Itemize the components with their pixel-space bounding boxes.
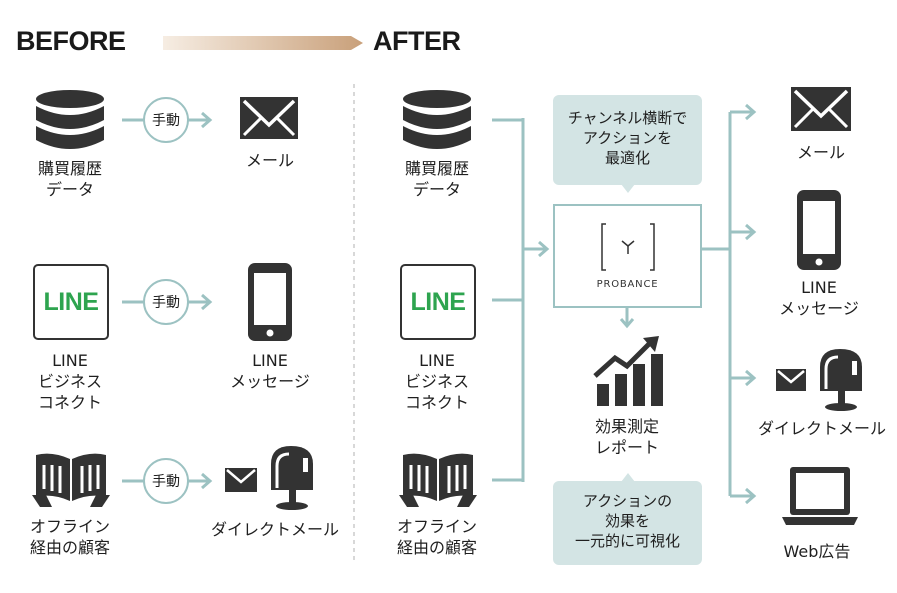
before-source-1-label: 購買履歴データ [37,159,102,199]
mail-icon [791,87,851,131]
open-book-icon [399,453,477,507]
manual-badge: 手動 [143,97,189,143]
channel-4-label: Web広告 [783,542,851,561]
channel-1-label: メール [796,143,845,162]
before-heading: BEFORE [16,26,126,56]
before-target-3-label: ダイレクトメール [210,520,339,539]
direct-mail-icon [776,349,862,411]
callout-optimize: チャンネル横断でアクションを最適化 [553,95,702,185]
channel-3-label: ダイレクトメール [757,419,886,438]
database-icon [403,90,471,149]
smartphone-icon [797,190,841,270]
report-label: 効果測定レポート [594,417,659,457]
before-source-3-label: オフライン経由の顧客 [29,517,110,557]
before-target-1-label: メール [245,151,294,170]
manual-badge: 手動 [143,279,189,325]
section-divider [353,84,355,564]
callout-pointer [621,473,635,482]
database-icon [36,90,104,149]
line-logo-icon: LINE [33,264,109,340]
laptop-icon [782,467,858,525]
after-source-3-label: オフライン経由の顧客 [396,517,477,557]
open-book-icon [32,453,110,507]
manual-badge: 手動 [143,458,189,504]
transition-arrow [163,36,363,50]
line-logo-icon: LINE [400,264,476,340]
smartphone-icon [248,263,292,341]
growth-chart-icon [593,336,663,406]
probance-logo-text: PROBANCE [596,279,659,290]
after-heading: AFTER [373,26,461,56]
after-source-1-label: 購買履歴データ [404,159,469,199]
callout-visualize: アクションの効果を一元的に可視化 [553,481,702,565]
probance-hub: PROBANCE [553,204,702,308]
callout-pointer [621,184,635,193]
probance-logo-mark [601,223,655,271]
direct-mail-icon [225,446,313,510]
mail-icon [240,97,298,139]
